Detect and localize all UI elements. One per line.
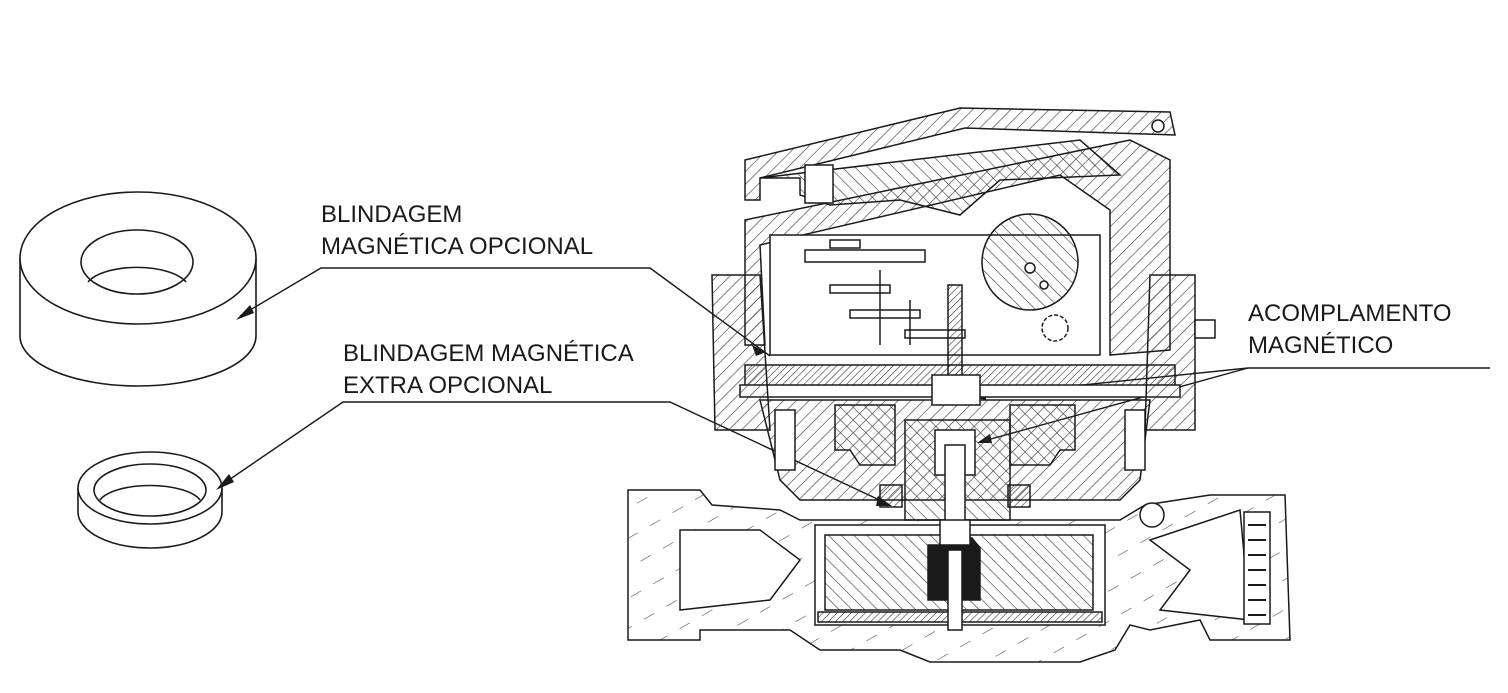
label-magnetic-shield-line2: MAGNÉTICA OPCIONAL xyxy=(321,233,594,260)
water-meter-cross-section xyxy=(627,107,1291,663)
label-magnetic-shield-line1: BLINDAGEM xyxy=(321,201,463,228)
label-magnetic-coupling: ACOMPLAMENTO MAGNÉTICO xyxy=(1248,298,1452,362)
dial-wheel xyxy=(981,213,1079,311)
label-extra-magnetic-shield-line1: BLINDAGEM MAGNÉTICA xyxy=(343,340,634,367)
gear-train xyxy=(804,239,966,345)
inner-magnet-left xyxy=(834,404,896,466)
meter-lid xyxy=(744,107,1176,201)
magnetic-shield-ring xyxy=(19,191,257,387)
label-magnetic-coupling-line2: MAGNÉTICO xyxy=(1248,332,1394,359)
inner-magnet-right xyxy=(1009,404,1076,466)
outlet-strainer xyxy=(1243,511,1271,625)
extra-magnetic-shield-ring xyxy=(77,451,223,549)
label-magnetic-coupling-line1: ACOMPLAMENTO xyxy=(1248,300,1452,327)
label-extra-magnetic-shield-line2: EXTRA OPCIONAL xyxy=(343,372,553,399)
label-magnetic-shield: BLINDAGEM MAGNÉTICA OPCIONAL xyxy=(321,199,593,263)
pinion-gear xyxy=(1041,314,1069,342)
label-extra-magnetic-shield: BLINDAGEM MAGNÉTICA EXTRA OPCIONAL xyxy=(343,338,634,402)
